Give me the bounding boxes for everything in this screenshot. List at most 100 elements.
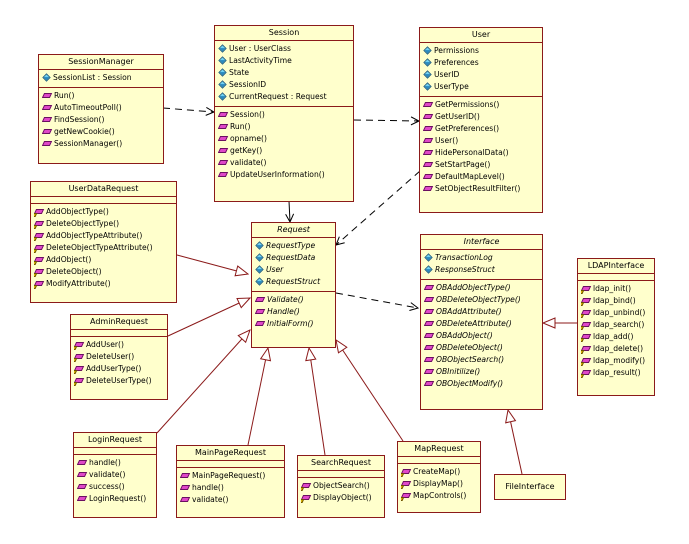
operation-row[interactable]: handle() [77,457,156,469]
operation-label: success() [89,482,125,491]
operation-row[interactable]: GetPermissions() [423,99,542,111]
operation-row[interactable]: Run() [218,121,353,133]
loginrequest-class[interactable]: LoginRequest handle()validate()success()… [73,432,157,518]
dependency-session-request [289,200,290,222]
attribute-row[interactable]: LastActivityTime [218,55,353,67]
operation-row[interactable]: OBDeleteAttribute() [424,318,542,330]
operation-row[interactable]: OBObjectModify() [424,378,542,390]
userdatarequest-class[interactable]: UserDataRequest AddObjectType()DeleteObj… [30,181,177,303]
operation-row[interactable]: ldap_bind() [581,295,654,307]
operation-row[interactable]: DisplayObject() [301,492,384,504]
operation-row[interactable]: AddUser() [74,339,167,351]
operation-row[interactable]: ldap_init() [581,283,654,295]
operation-row[interactable]: success() [77,481,156,493]
operation-row[interactable]: Session() [218,109,353,121]
maprequest-class[interactable]: MapRequest CreateMap()DisplayMap()MapCon… [397,441,481,513]
operation-row[interactable]: FindSession() [42,114,163,126]
attribute-row[interactable]: RequestType [255,240,335,252]
class-name: FileInterface [505,482,555,491]
operation-row[interactable]: DefaultMapLevel() [423,171,542,183]
operation-row[interactable]: AddObjectTypeAttribute() [34,230,176,242]
operation-icon [301,483,312,488]
attribute-row[interactable]: User [255,264,335,276]
operation-row[interactable]: ldap_delete() [581,343,654,355]
operation-row[interactable]: GetPreferences() [423,123,542,135]
operation-row[interactable]: DeleteObject() [34,266,176,278]
operation-row[interactable]: InitialForm() [255,318,335,330]
operation-row[interactable]: ldap_search() [581,319,654,331]
attribute-row[interactable]: SessionList : Session [42,72,163,84]
fileinterface-class[interactable]: FileInterface [494,474,566,500]
operation-row[interactable]: SetObjectResultFilter() [423,183,542,195]
operation-row[interactable]: AddUserType() [74,363,167,375]
operation-row[interactable]: ldap_modify() [581,355,654,367]
operation-row[interactable]: UpdateUserInformation() [218,169,353,181]
operation-row[interactable]: Run() [42,90,163,102]
operation-row[interactable]: AddObject() [34,254,176,266]
operation-row[interactable]: DeleteObjectTypeAttribute() [34,242,176,254]
operation-row[interactable]: CreateMap() [401,466,480,478]
operation-row[interactable]: handle() [180,482,284,494]
operation-row[interactable]: AutoTimeoutPoll() [42,102,163,114]
attribute-row[interactable]: Preferences [423,57,542,69]
operation-row[interactable]: DisplayMap() [401,478,480,490]
attribute-row[interactable]: RequestData [255,252,335,264]
operation-row[interactable]: DeleteUserType() [74,375,167,387]
attribute-row[interactable]: RequestStruct [255,276,335,288]
operation-row[interactable]: opname() [218,133,353,145]
operation-row[interactable]: OBInitilize() [424,366,542,378]
operation-row[interactable]: LoginRequest() [77,493,156,505]
operation-row[interactable]: ldap_unbind() [581,307,654,319]
operation-label: HidePersonalData() [435,148,509,157]
operation-row[interactable]: ldap_add() [581,331,654,343]
operation-row[interactable]: MapControls() [401,490,480,502]
operation-row[interactable]: validate() [218,157,353,169]
operation-row[interactable]: OBAddObject() [424,330,542,342]
attribute-row[interactable]: User : UserClass [218,43,353,55]
attribute-row[interactable]: TransactionLog [424,252,542,264]
operation-row[interactable]: DeleteUser() [74,351,167,363]
operation-row[interactable]: OBObjectSearch() [424,354,542,366]
operation-label: UpdateUserInformation() [230,170,325,179]
ldapinterface-class[interactable]: LDAPInterface ldap_init()ldap_bind()ldap… [577,258,655,396]
operation-row[interactable]: OBDeleteObject() [424,342,542,354]
attribute-row[interactable]: SessionID [218,79,353,91]
operation-row[interactable]: SetStartPage() [423,159,542,171]
attribute-row[interactable]: Permissions [423,45,542,57]
operation-row[interactable]: getKey() [218,145,353,157]
operation-row[interactable]: SessionManager() [42,138,163,150]
operation-row[interactable]: DeleteObjectType() [34,218,176,230]
operation-row[interactable]: Handle() [255,306,335,318]
operation-row[interactable]: getNewCookie() [42,126,163,138]
operation-row[interactable]: User() [423,135,542,147]
operation-label: Run() [230,122,251,131]
operation-row[interactable]: ModifyAttribute() [34,278,176,290]
attribute-row[interactable]: CurrentRequest : Request [218,91,353,103]
attribute-row[interactable]: ResponseStruct [424,264,542,276]
operation-row[interactable]: ObjectSearch() [301,480,384,492]
operation-row[interactable]: HidePersonalData() [423,147,542,159]
operation-row[interactable]: OBDeleteObjectType() [424,294,542,306]
operation-row[interactable]: ldap_result() [581,367,654,379]
operation-row[interactable]: OBAddObjectType() [424,282,542,294]
operation-row[interactable]: OBAddAttribute() [424,306,542,318]
sessionmanager-class[interactable]: SessionManager SessionList : Session Run… [38,54,164,164]
attribute-row[interactable]: UserType [423,81,542,93]
attribute-row[interactable]: UserID [423,69,542,81]
searchrequest-class[interactable]: SearchRequest ObjectSearch()DisplayObjec… [297,455,385,518]
operation-row[interactable]: MainPageRequest() [180,470,284,482]
attribute-row[interactable]: State [218,67,353,79]
adminrequest-class[interactable]: AdminRequest AddUser()DeleteUser()AddUse… [70,314,168,400]
operation-row[interactable]: GetUserID() [423,111,542,123]
operation-row[interactable]: validate() [77,469,156,481]
operation-row[interactable]: validate() [180,494,284,506]
operation-row[interactable]: Validate() [255,294,335,306]
operation-row[interactable]: AddObjectType() [34,206,176,218]
mainpagerequest-class[interactable]: MainPageRequest MainPageRequest()handle(… [176,445,285,518]
operation-label: User() [435,136,459,145]
